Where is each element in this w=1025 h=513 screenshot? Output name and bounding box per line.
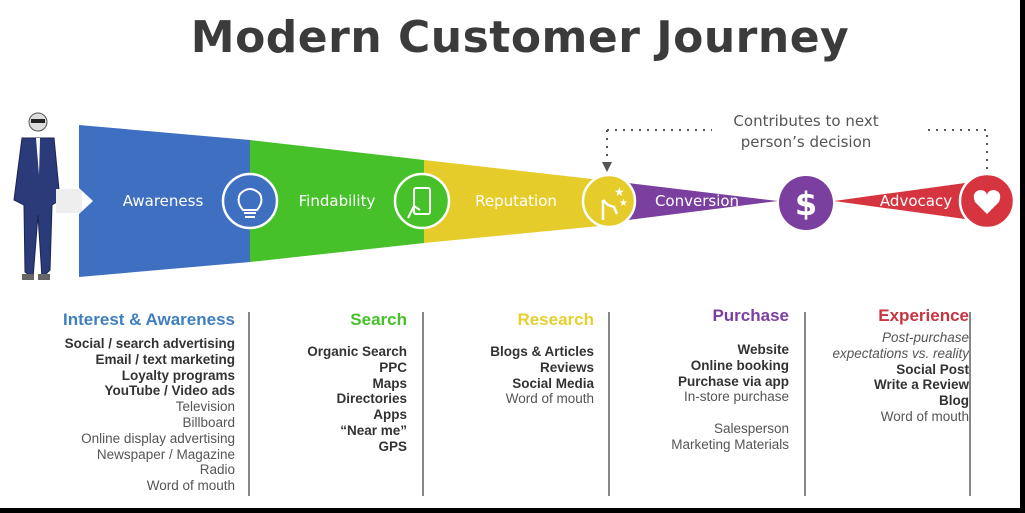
column-item: GPS [378,438,407,454]
svg-text:★: ★ [614,185,625,199]
businessman-figure [13,112,61,280]
note-line: person’s decision [740,133,872,151]
column-item: Social Media [512,375,594,391]
column-item: Salesperson [713,421,789,437]
column-header: Purchase [712,306,789,325]
findability-segment [250,140,424,262]
note-line: Contributes to next [733,112,879,130]
arrow-down-icon [602,162,612,172]
entry-arrow [56,189,82,213]
column-item: Word of mouth [505,391,594,407]
page-title: Modern Customer Journey [190,12,850,63]
column-divider [422,312,424,496]
column-item: Directories [336,391,407,407]
column-header: Interest & Awareness [63,310,235,329]
column-item: Social Post [896,361,969,377]
column-item: Radio [199,462,235,478]
feedback-note: Contributes to next person’s decision [706,111,906,153]
feedback-dotted-line [606,129,988,172]
journey-funnel: ★★ $ [13,112,1016,280]
phone-hand-icon [393,172,451,230]
stage-advocacy: Advocacy [879,192,953,210]
conversion-segment [628,183,778,220]
dollar-icon: $ [779,176,833,230]
column-item: Apps [373,407,407,423]
column-item: Newspaper / Magazine [96,446,235,462]
heart-icon [958,172,1016,230]
stage-awareness: Awareness [122,192,204,210]
column-item: Word of mouth [880,408,969,424]
column-item: Online display advertising [81,430,235,446]
column-item: Marketing Materials [671,436,789,452]
column-item: Television [175,399,235,415]
svg-text:$: $ [795,185,817,223]
awareness-segment [79,125,250,277]
column-item: Post-purchase [881,330,969,345]
column-header: Experience [878,306,969,325]
column-item: PPC [379,359,407,375]
reputation-segment [424,160,610,243]
column-item: Maps [372,375,407,391]
advocacy-segment [834,183,965,219]
column-divider [969,312,971,496]
column-item: Email / text marketing [95,351,235,367]
stage-reputation: Reputation [475,192,557,210]
column-header: Research [517,310,594,329]
column-item: Online booking [690,357,789,373]
column-item: Blog [939,393,969,409]
stage-conversion: Conversion [654,192,740,210]
column-item: Write a Review [873,377,969,393]
column-item: Loyalty programs [121,367,235,383]
column-item: Organic Search [307,344,407,359]
column-item: Blogs & Articles [490,344,594,359]
column-item [671,405,789,421]
column-item: expectations vs. reality [832,345,969,361]
column-item: Billboard [182,414,235,430]
column-item: YouTube / Video ads [104,383,235,399]
column-item: Reviews [539,359,594,375]
column-item: Social / search advertising [64,336,235,351]
column-item: Website [737,342,789,357]
column-divider [608,312,610,496]
column-item: In-store purchase [683,389,789,405]
lightbulb-icon [221,172,279,230]
column-item: Purchase via app [677,373,789,389]
column-divider [804,312,806,496]
column-divider [248,312,250,496]
column-item: Word of mouth [146,478,235,494]
svg-text:★: ★ [619,198,628,209]
stage-findability: Findability [298,192,376,210]
column-header: Search [350,310,407,329]
click-stars-icon: ★★ [581,173,637,229]
column-item: “Near me” [340,422,407,438]
